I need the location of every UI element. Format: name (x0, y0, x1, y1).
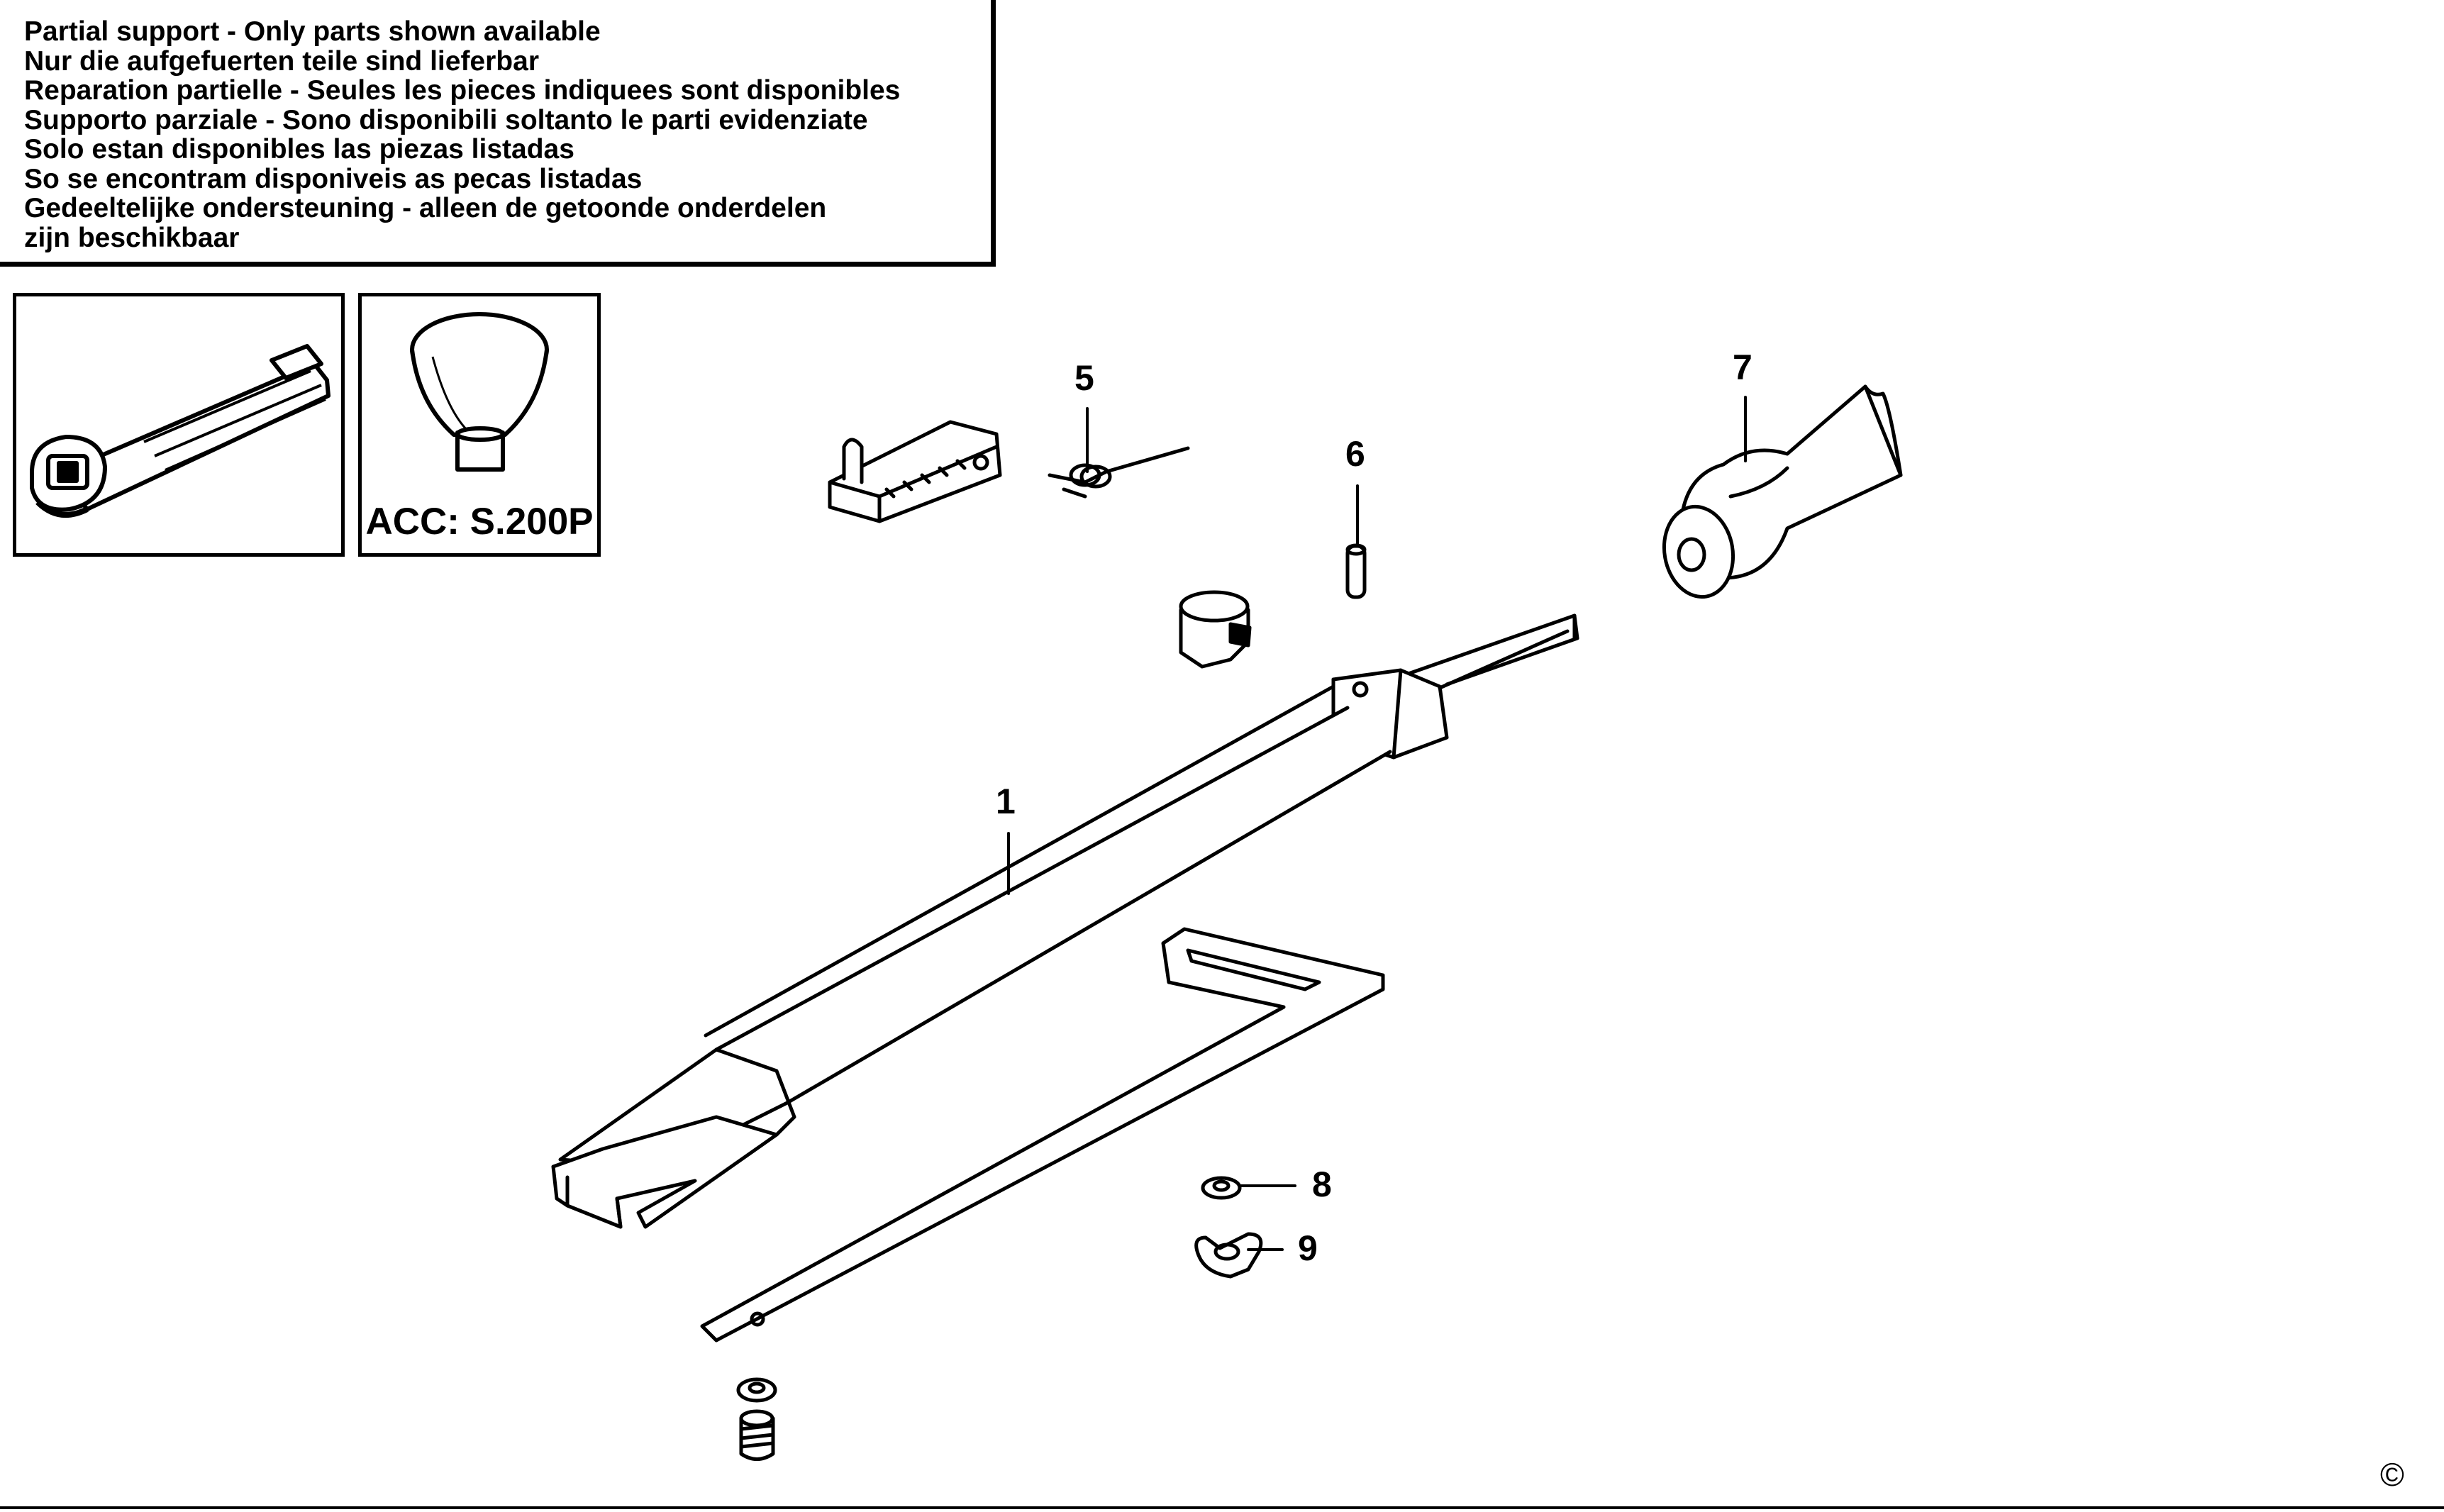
clamp-piece (1179, 590, 1252, 669)
part-9-wing-nut (1194, 1232, 1263, 1279)
leader-lines (1007, 396, 1747, 1251)
inset-wrench (13, 293, 345, 557)
callout-7: 7 (1733, 348, 1753, 387)
bottom-border-rule (0, 1506, 2444, 1509)
part-5-scale-block (828, 420, 1002, 523)
part-6-pin (1345, 543, 1367, 599)
knob-illustration (410, 312, 549, 472)
callout-6: 6 (1345, 434, 1365, 474)
fence-bracket (700, 927, 1385, 1343)
notice-line-en: Partial support - Only parts shown avail… (24, 16, 601, 47)
part-5-spring (1048, 446, 1190, 499)
callout-8: 8 (1312, 1164, 1332, 1204)
copyright-mark: © (2380, 1456, 2404, 1493)
notice-line-nl-cont: zijn beschikbaar (24, 222, 240, 253)
part-1-guide-bar (551, 613, 1579, 1229)
availability-notice: Partial support - Only parts shown avail… (0, 0, 996, 267)
inset-knob-accessory: ACC: S.200P (358, 293, 601, 557)
callout-5: 5 (1074, 358, 1094, 398)
callout-1: 1 (996, 782, 1016, 821)
notice-line-nl: Gedeeltelijke ondersteuning - alleen de … (24, 193, 827, 223)
part-8-washer (1201, 1176, 1242, 1200)
notice-line-es: Solo estan disponibles las piezas listad… (24, 134, 574, 165)
part-7-handle (1662, 384, 1903, 599)
accessory-label: ACC: S.200P (365, 501, 594, 543)
notice-line-pt: So se encontram disponiveis as pecas lis… (24, 163, 643, 194)
notice-line-fr: Reparation partielle - Seules les pieces… (24, 75, 901, 106)
notice-line-it: Supporto parziale - Sono disponibili sol… (24, 104, 868, 135)
wrench-illustration (30, 344, 331, 518)
bottom-washer-bolt (736, 1377, 777, 1461)
callout-9: 9 (1298, 1228, 1318, 1268)
notice-line-de: Nur die aufgefuerten teile sind lieferba… (24, 45, 539, 77)
